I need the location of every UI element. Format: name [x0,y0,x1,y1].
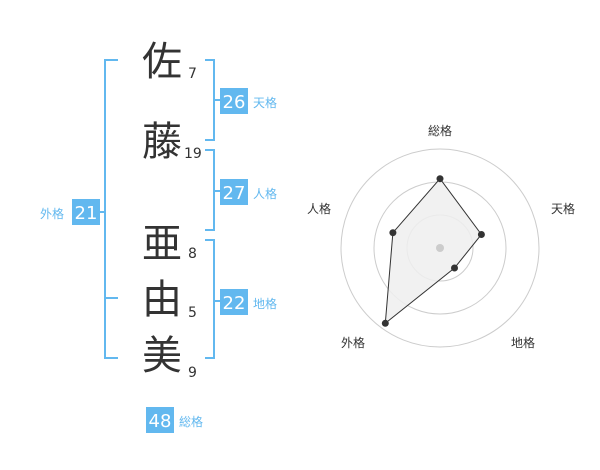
stroke-count-5: 9 [188,365,197,381]
gaikaku-bracket [104,59,118,359]
radar-polygon [384,177,483,325]
radar-point-5 [389,229,397,237]
chikaku-bracket [205,239,215,359]
radar-center [436,244,444,252]
tenkaku-bracket [205,59,215,141]
gaikaku-badge [72,199,100,225]
chikaku-label: 地格 [253,296,277,311]
name-char-1: 佐 [142,39,182,85]
stroke-count-3: 8 [188,246,197,262]
radar-point-1 [436,175,444,183]
radar-ring-3 [340,148,540,348]
radar-chart: 総格 天格 地格 外格 人格 [307,123,575,350]
jinkaku-label: 人格 [253,186,277,201]
soukaku-value: 48 [149,411,172,432]
radar-label-gaikaku: 外格 [341,335,365,350]
gaikaku-value: 21 [75,203,98,224]
radar-label-soukaku: 総格 [428,123,452,138]
stroke-count-1: 7 [188,66,197,82]
radar-label-tenkaku: 天格 [551,201,575,216]
chikaku-badge [220,289,248,315]
radar-label-jinkaku: 人格 [307,201,331,216]
tenkaku-value: 26 [223,92,246,113]
stroke-count-4: 5 [188,305,197,321]
name-char-2: 藤 [142,119,182,165]
name-char-3: 亜 [142,221,182,267]
tenkaku-badge [220,88,248,114]
radar-point-4 [381,319,389,327]
name-char-4: 由 [142,277,182,323]
gaikaku-label: 外格 [40,206,64,221]
stroke-count-2: 19 [184,146,202,162]
radar-point-2 [477,231,485,238]
radar-label-chikaku: 地格 [511,335,535,350]
name-char-5: 美 [142,333,182,379]
chikaku-value: 22 [223,293,246,314]
jinkaku-badge [220,179,248,205]
jinkaku-bracket [205,149,215,231]
jinkaku-value: 27 [223,183,246,204]
tenkaku-label: 天格 [253,95,277,110]
soukaku-label: 総格 [179,414,203,429]
soukaku-badge [146,407,174,433]
radar-point-3 [451,264,458,272]
